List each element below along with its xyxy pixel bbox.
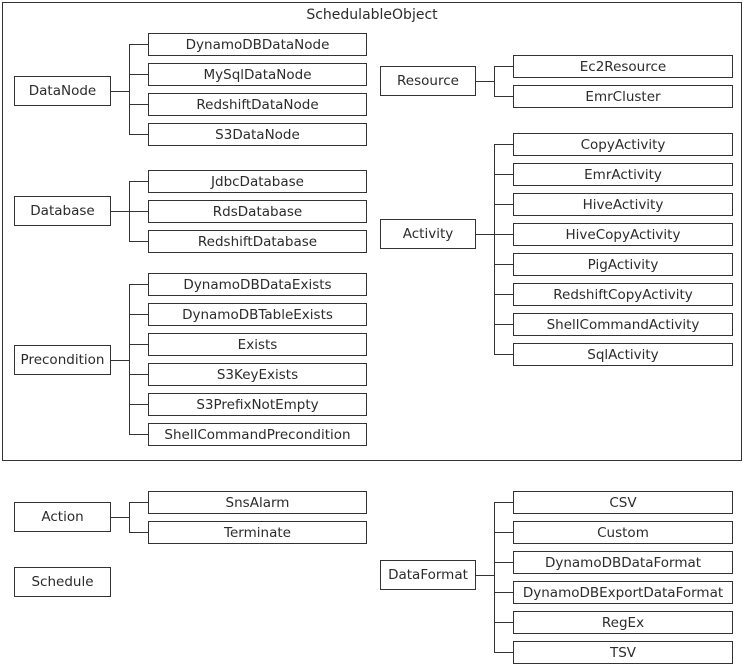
- node-snsalarm: SnsAlarm: [148, 491, 367, 514]
- node-s3keyexists: S3KeyExists: [148, 363, 367, 386]
- node-emrcluster: EmrCluster: [513, 85, 733, 108]
- node-shellcommandprecondition: ShellCommandPrecondition: [148, 423, 367, 446]
- node-csv: CSV: [513, 491, 733, 514]
- connector-line: [494, 264, 513, 265]
- connector-line: [129, 134, 148, 135]
- connector-line: [494, 324, 513, 325]
- connector-line: [129, 74, 148, 75]
- node-redshiftdatabase: RedshiftDatabase: [148, 230, 367, 253]
- connector-line: [494, 234, 513, 235]
- node-dataformat: DataFormat: [380, 560, 476, 590]
- node-database: Database: [14, 196, 111, 226]
- node-datanode: DataNode: [14, 76, 111, 106]
- node-hiveactivity: HiveActivity: [513, 193, 733, 216]
- connector-line: [129, 502, 148, 503]
- connector-line: [494, 592, 513, 593]
- node-dynamodbdataexists: DynamoDBDataExists: [148, 273, 367, 296]
- node-custom: Custom: [513, 521, 733, 544]
- node-schedule: Schedule: [14, 567, 111, 597]
- connector-line: [129, 344, 148, 345]
- connector-line: [129, 211, 148, 212]
- connector-line: [129, 502, 130, 533]
- node-rdsdatabase: RdsDatabase: [148, 200, 367, 223]
- connector-line: [129, 284, 130, 435]
- node-hivecopyactivity: HiveCopyActivity: [513, 223, 733, 246]
- node-s3prefixnotempty: S3PrefixNotEmpty: [148, 393, 367, 416]
- connector-line: [494, 174, 513, 175]
- diagram-title: SchedulableObject: [306, 7, 438, 23]
- connector-line: [494, 144, 513, 145]
- node-precondition: Precondition: [14, 345, 111, 375]
- connector-line: [111, 360, 130, 361]
- connector-line: [494, 66, 495, 97]
- node-s3datanode: S3DataNode: [148, 123, 367, 146]
- node-pigactivity: PigActivity: [513, 253, 733, 276]
- connector-line: [476, 234, 495, 235]
- node-tsv: TSV: [513, 641, 733, 664]
- connector-line: [129, 44, 148, 45]
- connector-line: [129, 241, 148, 242]
- connector-line: [129, 44, 130, 135]
- connector-line: [476, 81, 495, 82]
- node-dynamodbexportdataformat: DynamoDBExportDataFormat: [513, 581, 733, 604]
- node-activity: Activity: [380, 219, 476, 249]
- connector-line: [129, 532, 148, 533]
- connector-line: [494, 652, 513, 653]
- connector-line: [129, 284, 148, 285]
- connector-line: [494, 354, 513, 355]
- connector-line: [111, 91, 130, 92]
- node-dynamodbtableexists: DynamoDBTableExists: [148, 303, 367, 326]
- connector-line: [494, 502, 495, 653]
- node-sqlactivity: SqlActivity: [513, 343, 733, 366]
- node-exists: Exists: [148, 333, 367, 356]
- connector-line: [476, 575, 495, 576]
- node-jdbcdatabase: JdbcDatabase: [148, 170, 367, 193]
- connector-line: [129, 181, 148, 182]
- connector-line: [494, 66, 513, 67]
- node-action: Action: [14, 502, 111, 532]
- connector-line: [494, 532, 513, 533]
- node-shellcommandactivity: ShellCommandActivity: [513, 313, 733, 336]
- node-emractivity: EmrActivity: [513, 163, 733, 186]
- connector-line: [494, 96, 513, 97]
- connector-line: [494, 144, 495, 355]
- connector-line: [494, 294, 513, 295]
- connector-line: [129, 404, 148, 405]
- connector-line: [129, 314, 148, 315]
- connector-line: [494, 204, 513, 205]
- node-dynamodbdataformat: DynamoDBDataFormat: [513, 551, 733, 574]
- node-copyactivity: CopyActivity: [513, 133, 733, 156]
- node-terminate: Terminate: [148, 521, 367, 544]
- node-redshiftdatanode: RedshiftDataNode: [148, 93, 367, 116]
- node-ec2resource: Ec2Resource: [513, 55, 733, 78]
- node-resource: Resource: [380, 66, 476, 96]
- connector-line: [111, 517, 130, 518]
- connector-line: [494, 622, 513, 623]
- connector-line: [129, 434, 148, 435]
- node-dynamodbdatanode: DynamoDBDataNode: [148, 33, 367, 56]
- connector-line: [129, 374, 148, 375]
- connector-line: [111, 211, 130, 212]
- node-redshiftcopyactivity: RedshiftCopyActivity: [513, 283, 733, 306]
- node-regex: RegEx: [513, 611, 733, 634]
- connector-line: [494, 502, 513, 503]
- connector-line: [129, 104, 148, 105]
- node-mysqldatanode: MySqlDataNode: [148, 63, 367, 86]
- connector-line: [494, 562, 513, 563]
